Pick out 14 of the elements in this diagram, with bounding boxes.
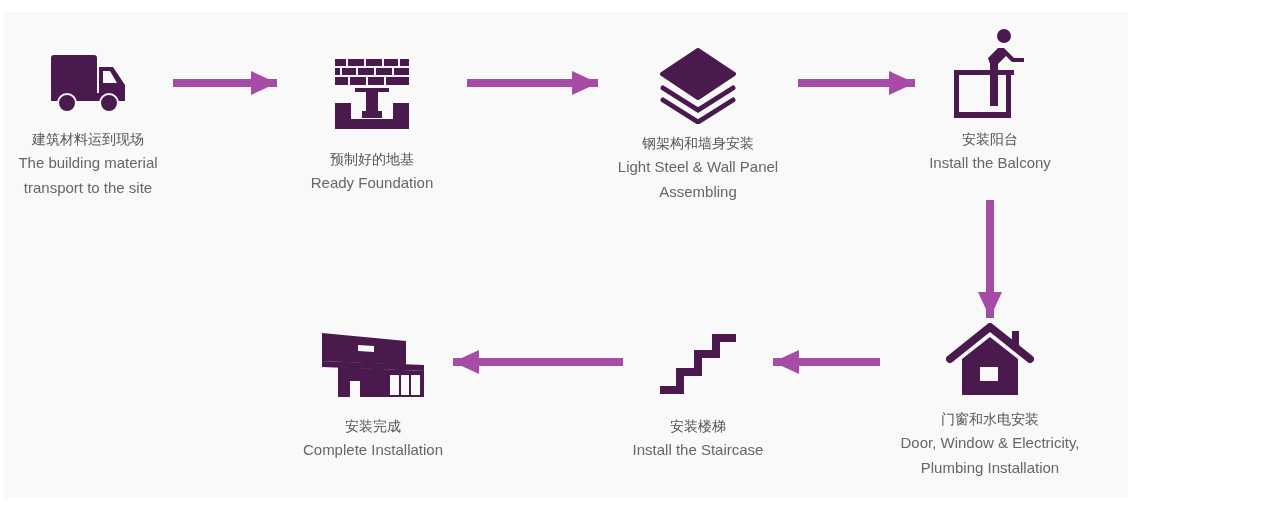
step-description: Light Steel & Wall Panel Assembling [616,157,780,202]
step-description: Install the Staircase [632,440,764,460]
step-title: 安装阳台 [962,130,1018,149]
step-description: The building material transport to the site [17,153,159,198]
step-title: 安装楼梯 [670,417,726,436]
step-title: 建筑材料运到现场 [32,130,144,149]
step-description: Install the Balcony [929,153,1051,173]
step-title: 门窗和水电安装 [941,410,1039,429]
step-title: 钢架构和墙身安装 [642,134,754,153]
step-title: 安装完成 [345,417,401,436]
step-description: Ready Foundation [310,173,434,193]
step-description: Door, Window & Electricity, Plumbing Installation [899,433,1081,478]
step-description: Complete Installation [302,440,444,460]
step-title: 预制好的地基 [330,150,414,169]
